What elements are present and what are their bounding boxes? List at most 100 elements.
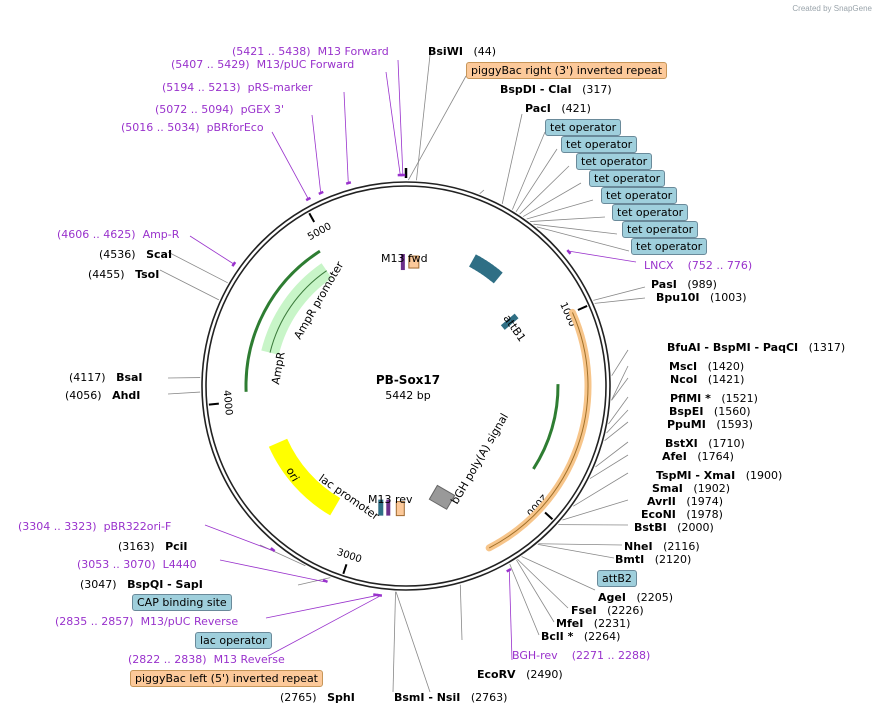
piggybac-left-box[interactable]: piggyBac left (5') inverted repeat: [130, 670, 323, 687]
primer-leader-line: [265, 595, 376, 619]
site-bsiwi[interactable]: BsiWI (44): [428, 45, 497, 58]
tet-operator-box[interactable]: tet operator: [622, 221, 699, 238]
site-ahdi[interactable]: (4056) AhdI: [65, 389, 141, 402]
tet-operator-box[interactable]: tet operator: [589, 170, 666, 187]
primer-l4440[interactable]: (3053 .. 3070) L4440: [77, 558, 197, 571]
primer-m13-puc-forward[interactable]: (5407 .. 5429) M13/pUC Forward: [171, 58, 355, 71]
tet-operator-block[interactable]: [489, 268, 503, 284]
site-bsai[interactable]: (4117) BsaI: [69, 371, 143, 384]
primer-mark: [305, 196, 312, 202]
bgh-polya-band[interactable]: [485, 308, 592, 552]
primer-bgh-rev[interactable]: BGH-rev (2271 .. 2288): [512, 649, 651, 662]
site-bcli[interactable]: BclI * (2264): [541, 630, 621, 643]
primer-lncx[interactable]: LNCX (752 .. 776): [644, 259, 753, 272]
site-leader-line: [604, 421, 629, 441]
site-smai[interactable]: SmaI (1902): [652, 482, 730, 495]
site-leader-line: [167, 391, 201, 395]
tick-label: 4000: [221, 390, 234, 416]
site-bspdi-clai[interactable]: BspDI - ClaI (317): [500, 83, 612, 96]
tet-operator-block[interactable]: [472, 256, 485, 272]
primer-mark: [322, 578, 329, 584]
site-avrii[interactable]: AvrII (1974): [647, 495, 723, 508]
tet-operator-block[interactable]: [483, 264, 497, 280]
primer-pgex3[interactable]: (5072 .. 5094) pGEX 3': [155, 103, 285, 116]
cap-binding-site-box[interactable]: CAP binding site: [132, 594, 232, 611]
tick-mark: [544, 511, 554, 521]
site-ecorv[interactable]: EcoRV (2490): [477, 668, 563, 681]
site-leader-line: [517, 558, 569, 609]
site-leader-line: [297, 577, 331, 586]
site-tspmi-xmai[interactable]: TspMI - XmaI (1900): [656, 469, 783, 482]
site-leader-line: [167, 251, 228, 284]
site-sphi[interactable]: (2765) SphI: [280, 691, 355, 704]
primer-pbrforeco[interactable]: (5016 .. 5034) pBRforEco: [121, 121, 264, 134]
site-pasi[interactable]: PasI (989): [651, 278, 717, 291]
tet-operator-block[interactable]: [475, 258, 488, 274]
tet-operator-box[interactable]: tet operator: [576, 153, 653, 170]
attb2-box[interactable]: attB2: [597, 570, 637, 587]
site-bmti[interactable]: BmtI (2120): [615, 553, 692, 566]
site-pcii[interactable]: (3163) PciI: [118, 540, 188, 553]
site-bfuai[interactable]: BfuAI - BspMI - PaqCI (1317): [667, 341, 846, 354]
m13-rev-mark[interactable]: [386, 499, 391, 516]
tet-operator-block[interactable]: [486, 266, 500, 282]
cap-block[interactable]: [378, 499, 384, 516]
site-bpu10i[interactable]: Bpu10I (1003): [656, 291, 747, 304]
site-leader-line: [537, 543, 615, 559]
tet-operator-box[interactable]: tet operator: [612, 204, 689, 221]
tet-operator-block[interactable]: [477, 260, 491, 276]
tet-operator-box[interactable]: tet operator: [545, 119, 622, 136]
site-tsoi[interactable]: (4455) TsoI: [88, 268, 160, 281]
tet-operator-box[interactable]: tet operator: [601, 187, 678, 204]
site-ppumi[interactable]: PpuMI (1593): [667, 418, 753, 431]
bgh-polya-band-line: [488, 312, 589, 549]
site-bspei[interactable]: BspEI (1560): [669, 405, 751, 418]
piggybac-left-block[interactable]: [395, 501, 405, 517]
site-leader-line: [589, 454, 629, 479]
site-nhei[interactable]: NheI (2116): [624, 540, 700, 553]
site-mfei[interactable]: MfeI (2231): [556, 617, 631, 630]
primer-m13-puc-reverse[interactable]: (2835 .. 2857) M13/pUC Reverse: [55, 615, 239, 628]
site-econi[interactable]: EcoNI (1978): [641, 508, 723, 521]
piggybac-right-block[interactable]: [408, 255, 420, 269]
site-bsmi-nsii[interactable]: BsmI - NsiI (2763): [394, 691, 508, 704]
bgh-block[interactable]: [428, 484, 456, 510]
lac-operator-box[interactable]: lac operator: [195, 632, 272, 649]
site-msci[interactable]: MscI (1420): [669, 360, 745, 373]
site-fsei[interactable]: FseI (2226): [571, 604, 644, 617]
tick-mark: [577, 305, 588, 311]
site-paci[interactable]: PacI (421): [525, 102, 591, 115]
primer-leader-line: [219, 559, 325, 583]
primer-prs-marker[interactable]: (5194 .. 5213) pRS-marker: [162, 81, 313, 94]
piggybac-right-box[interactable]: piggyBac right (3') inverted repeat: [466, 62, 668, 79]
ori-feature[interactable]: [268, 438, 341, 516]
site-leader-line: [608, 396, 629, 425]
tet-operator-block[interactable]: [480, 262, 494, 278]
primer-leader-line: [204, 524, 273, 551]
tet-operator-box[interactable]: tet operator: [561, 136, 638, 153]
feature-leader-line: [526, 199, 594, 220]
site-agei[interactable]: AgeI (2205): [598, 591, 674, 604]
primer-pbr322ori-f[interactable]: (3304 .. 3323) pBR322ori-F: [18, 520, 172, 533]
sox17-marker-arc[interactable]: [532, 384, 560, 470]
m13-fwd-mark[interactable]: [400, 254, 405, 271]
attb1-block[interactable]: [500, 313, 519, 330]
site-bstbi[interactable]: BstBI (2000): [634, 521, 714, 534]
site-leader-line: [606, 409, 629, 434]
backbone-inner-strand: [205, 185, 607, 587]
primer-amp-r[interactable]: (4606 .. 4625) Amp-R: [57, 228, 180, 241]
site-leader-line: [516, 559, 555, 623]
primer-m13-forward[interactable]: (5421 .. 5438) M13 Forward: [232, 45, 389, 58]
site-ncoi[interactable]: NcoI (1421): [670, 373, 745, 386]
site-scai[interactable]: (4536) ScaI: [99, 248, 173, 261]
tet-operator-box[interactable]: tet operator: [631, 238, 708, 255]
site-afei[interactable]: AfeI (1764): [662, 450, 734, 463]
site-bstxi[interactable]: BstXI (1710): [665, 437, 745, 450]
primer-m13-reverse[interactable]: (2822 .. 2838) M13 Reverse: [128, 653, 285, 666]
site-pflmi[interactable]: PflMI * (1521): [670, 392, 758, 405]
primer-leader-line: [343, 91, 349, 183]
feature-label-ampr: AmpR: [269, 351, 288, 386]
site-bspqi-sapi[interactable]: (3047) BspQI - SapI: [80, 578, 203, 591]
